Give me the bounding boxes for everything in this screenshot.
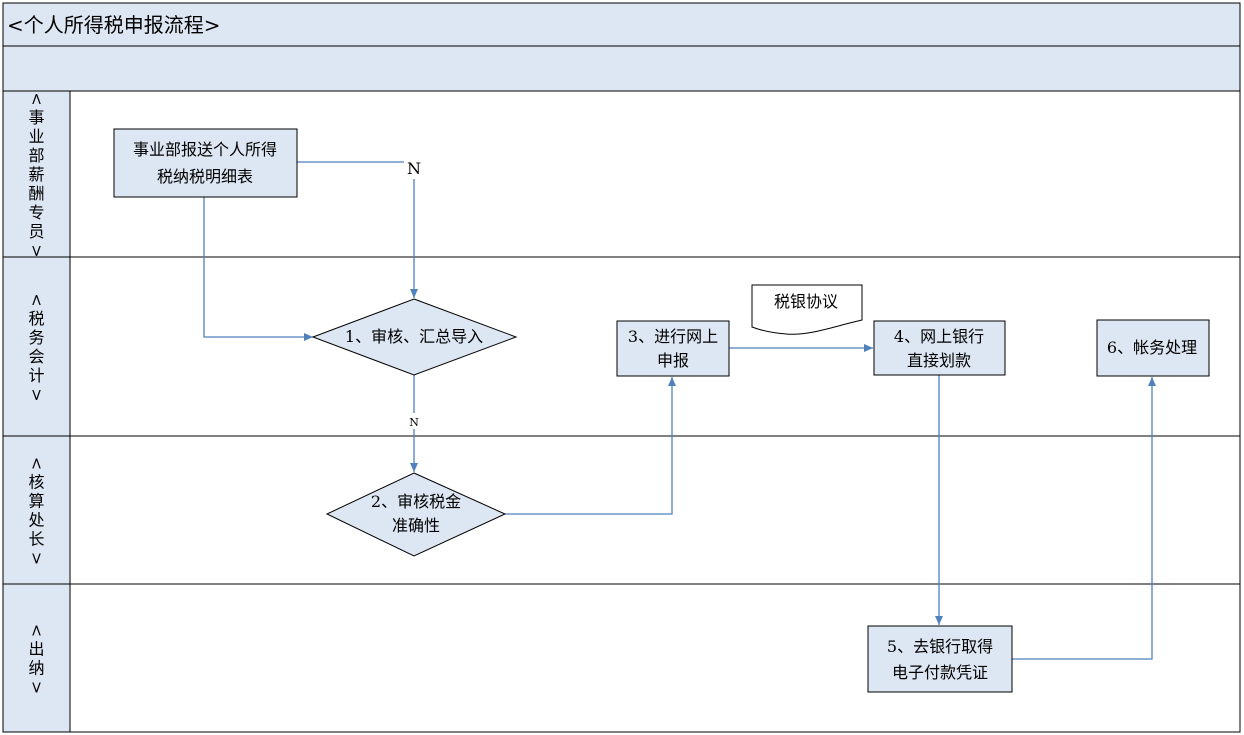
node-step4-line-1: 4、网上银行 (894, 327, 984, 346)
lane-label-char: 处 (28, 511, 44, 530)
lane-label-char: 专 (28, 203, 44, 222)
lane-label-char: 计 (28, 366, 44, 385)
lane-label-char: > (28, 244, 47, 257)
lane-label-char: < (28, 92, 47, 105)
lane-label-char: < (28, 624, 47, 637)
node-step4: 4、网上银行 直接划款 (873, 320, 1006, 376)
node-step2-decision: 2、审核税金 准确性 (325, 472, 507, 557)
node-step6: 6、帐务处理 (1096, 319, 1210, 377)
swimlane-4: < 出纳 > (2, 583, 1241, 733)
edge-label-n-upper: N (407, 159, 421, 178)
connector-step5-to-step6 (1012, 377, 1156, 660)
lane-label-char: 员 (28, 222, 44, 241)
lane-header-4 (2, 583, 71, 733)
lane-label-char: 税 (28, 309, 44, 328)
lane-label-char: > (28, 388, 47, 401)
node-step4-line-2: 直接划款 (907, 351, 971, 370)
node-step5-line-2: 电子付款凭证 (892, 663, 988, 682)
node-step1-decision: 1、审核、汇总导入 (311, 298, 518, 376)
node-step5-line-1: 5、去银行取得 (887, 637, 993, 656)
lane-header-3 (2, 435, 71, 585)
diagram-title: <个人所得税申报流程> (7, 13, 221, 37)
connector-step2-to-step3 (505, 377, 676, 515)
lane-label-char: 薪 (28, 165, 44, 184)
lane-label-char: > (28, 681, 47, 694)
lane-label-char: 酬 (28, 184, 44, 203)
lane-label-char: 会 (28, 347, 44, 366)
header-band (2, 45, 1241, 92)
lane-label-char: 务 (28, 328, 44, 347)
lane-label-4: < 出纳 > (28, 624, 47, 694)
node-step2-line-1: 2、审核税金 (371, 492, 461, 511)
node-step2-line-2: 准确性 (392, 516, 440, 535)
connector-start-to-step1 (203, 197, 313, 341)
lane-label-char: 长 (28, 530, 44, 549)
edge-label-n-lower: N (409, 416, 419, 429)
node-start-line-2: 税纳税明细表 (157, 167, 253, 186)
node-doc-line-1: 税银协议 (774, 292, 838, 311)
node-start: 事业部报送个人所得 税纳税明细表 (113, 128, 298, 198)
title-bar (2, 2, 1241, 47)
lane-label-char: 算 (28, 492, 44, 511)
lane-label-char: < (28, 457, 47, 470)
lane-label-char: < (28, 293, 47, 306)
node-doc: 税银协议 (751, 284, 863, 335)
node-step5: 5、去银行取得 电子付款凭证 (867, 625, 1013, 693)
lane-label-char: 部 (28, 146, 44, 165)
node-step6-line-1: 6、帐务处理 (1107, 338, 1197, 357)
node-start-line-1: 事业部报送个人所得 (133, 140, 277, 159)
lane-label-char: 业 (28, 127, 44, 146)
node-step3-line-2: 申报 (657, 351, 689, 370)
lane-label-char: > (28, 552, 47, 565)
lane-label-char: 事 (28, 108, 44, 127)
lane-label-char: 核 (28, 473, 44, 492)
lane-label-char: 纳 (28, 659, 44, 678)
lane-header-1 (2, 90, 71, 258)
node-step1-line-1: 1、审核、汇总导入 (345, 327, 483, 346)
node-step3-line-1: 3、进行网上 (628, 327, 718, 346)
node-step3: 3、进行网上 申报 (616, 320, 730, 377)
lane-label-char: 出 (28, 640, 44, 659)
